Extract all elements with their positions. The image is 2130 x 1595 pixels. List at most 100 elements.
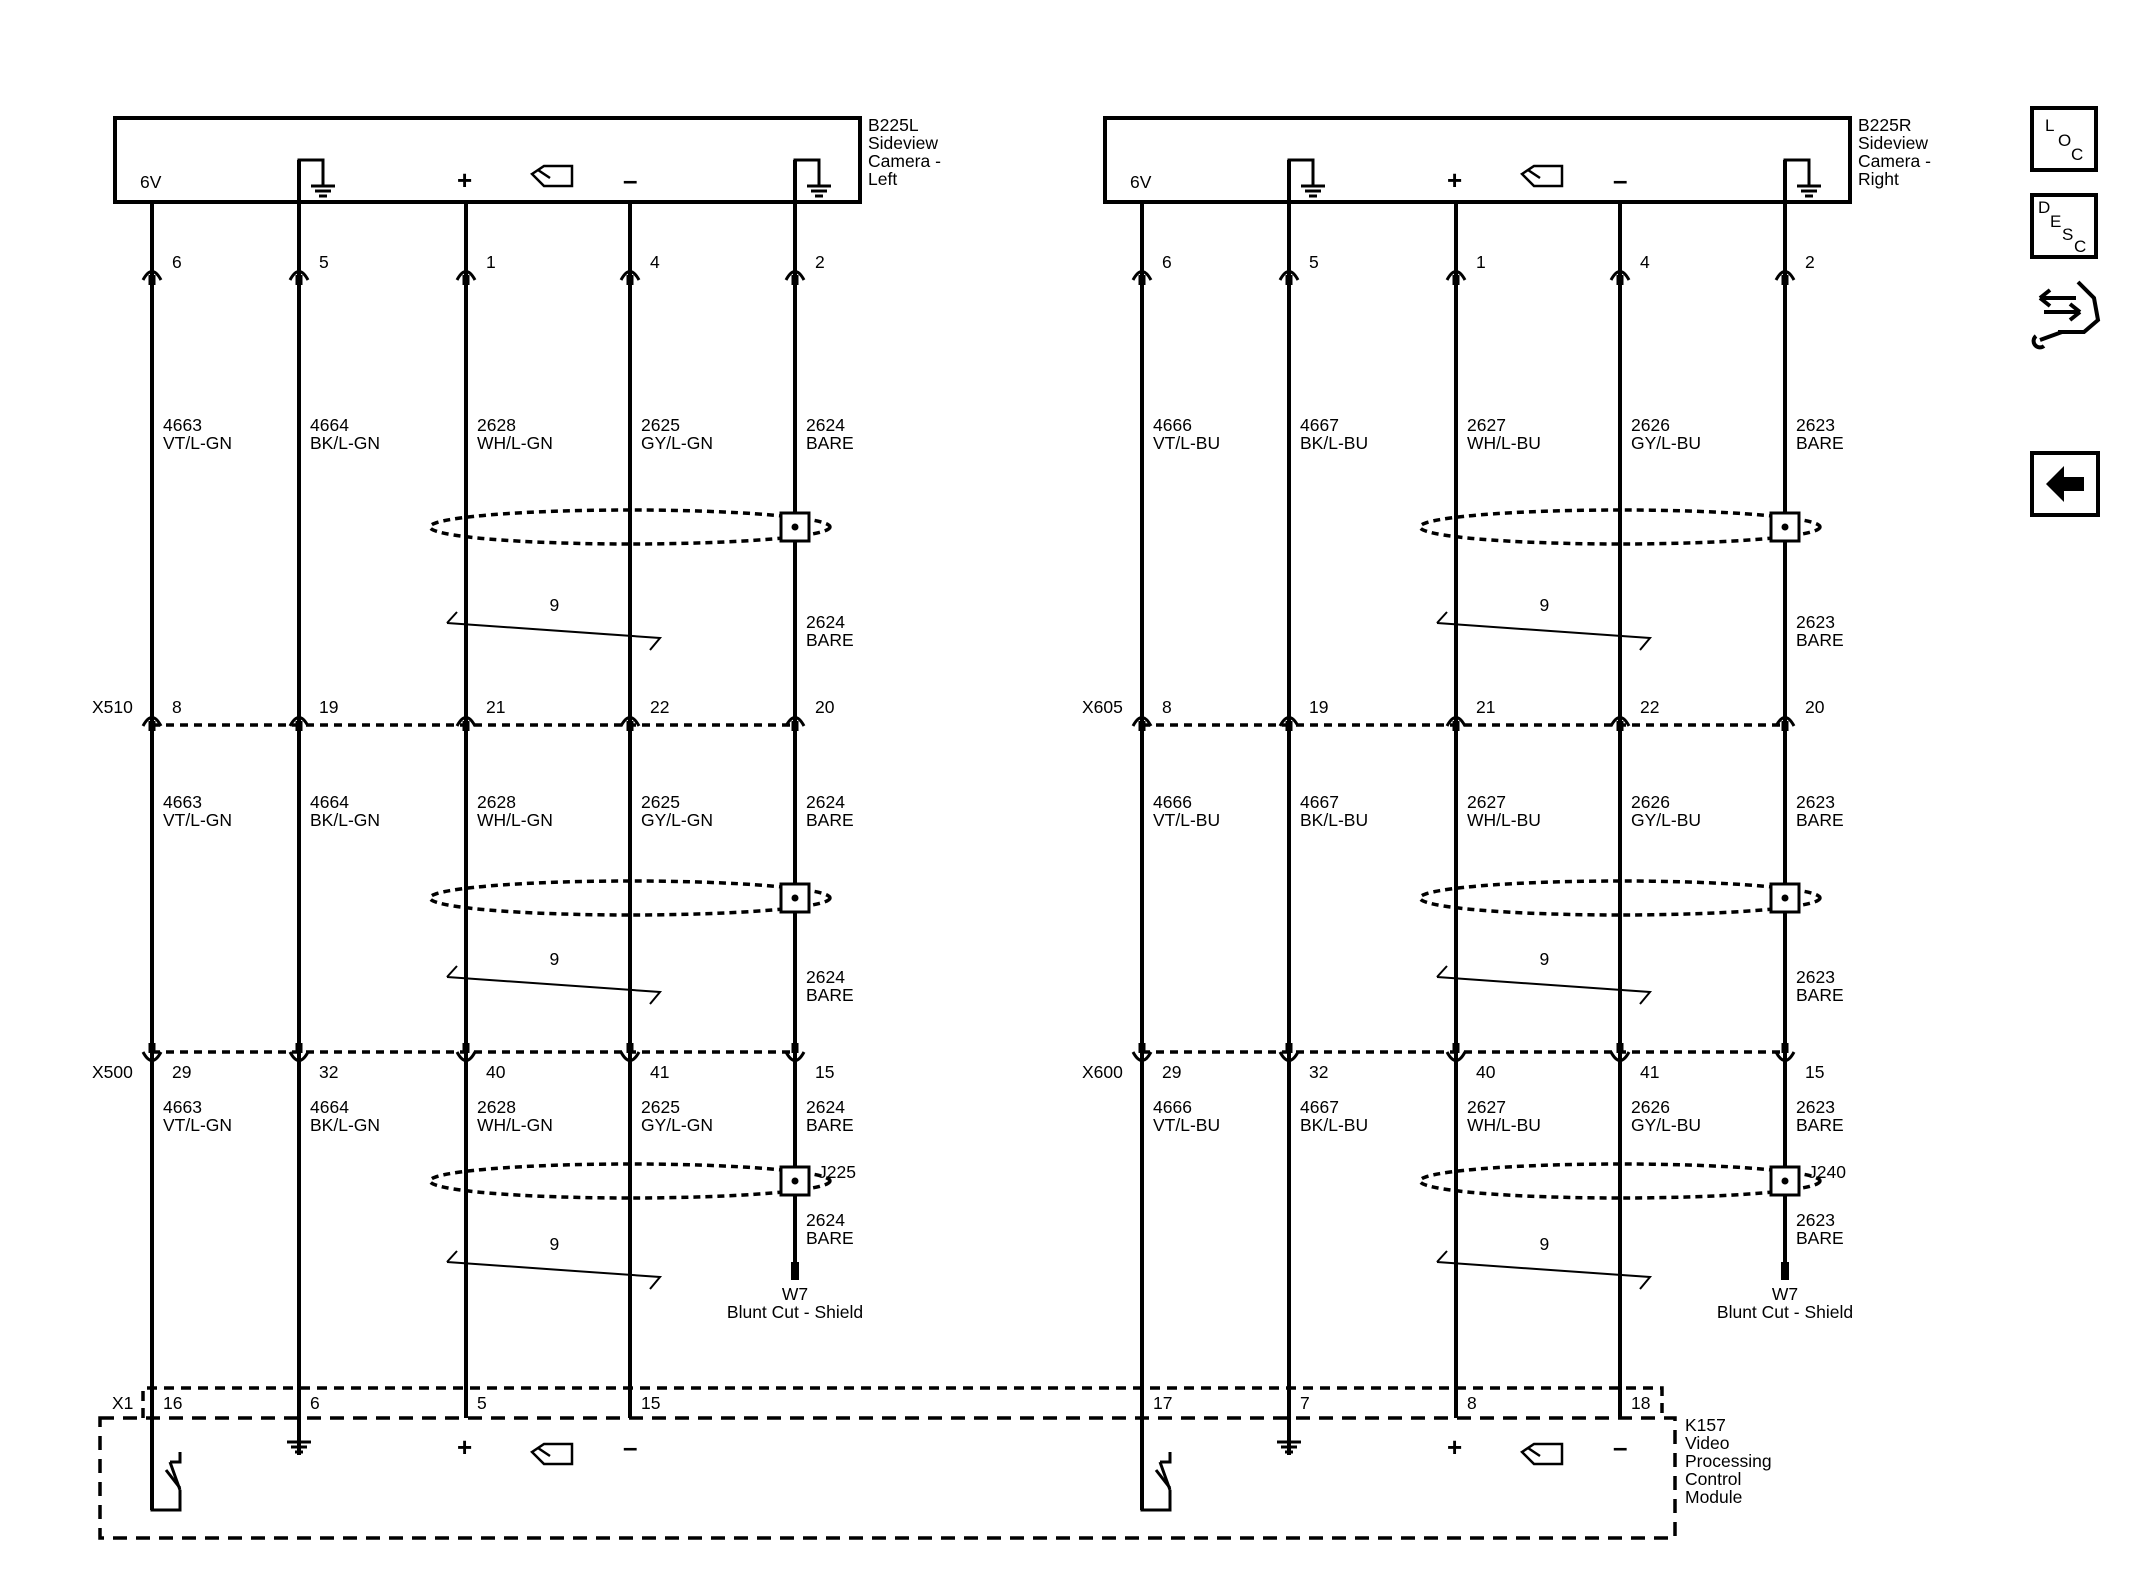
camera-pin-number: 5 <box>319 252 329 272</box>
circuit-number: 2623 <box>1796 612 1835 632</box>
inline-pin-number: 19 <box>319 697 338 717</box>
module-pin-number: 5 <box>477 1393 487 1413</box>
circuit-number: 2626 <box>1631 415 1670 435</box>
module-pin-number: 15 <box>641 1393 660 1413</box>
inline-connector-terminal <box>141 1043 163 1062</box>
inline-connector-terminal <box>1445 716 1467 731</box>
drain-wire-end <box>791 1262 799 1280</box>
twisted-pair: 9 <box>446 595 663 651</box>
circuit-number: 2624 <box>806 1210 845 1230</box>
inline-pin-number: 32 <box>1309 1062 1328 1082</box>
circuit-number: 4664 <box>310 415 349 435</box>
module-name-line: Sideview <box>1858 133 1928 153</box>
inline-pin-number: 21 <box>1476 697 1495 717</box>
camera-pin-number: 1 <box>1476 252 1486 272</box>
twist-count-label: 9 <box>550 1234 560 1254</box>
drain-label: W7 <box>782 1284 808 1304</box>
circuit-number: 4667 <box>1300 1097 1339 1117</box>
inline-connector-terminal <box>1278 716 1300 731</box>
ground-icon <box>311 172 335 198</box>
wire-color: BARE <box>1796 810 1844 830</box>
wire-color: BARE <box>1796 433 1844 453</box>
module-name-line: Sideview <box>868 133 938 153</box>
wire-color: VT/L-GN <box>163 1115 232 1135</box>
camera-connector-terminal <box>784 270 806 285</box>
camera-connector-terminal <box>619 270 641 285</box>
wire-color: GY/L-BU <box>1631 433 1701 453</box>
twisted-pair: 9 <box>446 949 663 1005</box>
inline-connector-id: X510 <box>92 697 133 717</box>
shield-ellipse <box>428 879 832 917</box>
camera-pin-number: 1 <box>486 252 496 272</box>
back-arrow-icon[interactable] <box>2030 451 2100 517</box>
inline-pin-number: 8 <box>1162 697 1172 717</box>
module-connector-id: X1 <box>112 1393 133 1413</box>
ground-icon <box>287 1428 311 1454</box>
desc-letter: C <box>2074 237 2086 256</box>
wire-color: WH/L-BU <box>1467 433 1541 453</box>
circuit-number: 2623 <box>1796 415 1835 435</box>
diagnostic-connector-icon[interactable] <box>2031 280 2101 350</box>
circuit-number: 2626 <box>1631 1097 1670 1117</box>
wire-color: WH/L-GN <box>477 810 553 830</box>
camera-connector-terminal <box>1131 270 1153 285</box>
wire-color: GY/L-BU <box>1631 1115 1701 1135</box>
wire-color: BARE <box>806 985 854 1005</box>
loc-button[interactable]: LOC <box>2030 106 2098 172</box>
camera-pin-number: 4 <box>650 252 660 272</box>
twist-count-label: 9 <box>1540 595 1550 615</box>
inline-pin-number: 40 <box>1476 1062 1496 1082</box>
module-name-line: Camera - <box>1858 151 1931 171</box>
circuit-number: 4664 <box>310 792 349 812</box>
inline-pin-number: 22 <box>650 697 669 717</box>
wire-color: GY/L-BU <box>1631 810 1701 830</box>
inline-connector-terminal <box>1278 1043 1300 1062</box>
camera-pin-number: 6 <box>1162 252 1172 272</box>
inline-connector-terminal <box>619 716 641 731</box>
twist-count-label: 9 <box>1540 949 1550 969</box>
inline-pin-number: 15 <box>1805 1062 1824 1082</box>
twist-count-label: 9 <box>1540 1234 1550 1254</box>
circuit-number: 4667 <box>1300 792 1339 812</box>
camera-icon <box>530 1442 574 1466</box>
camera-connector-terminal <box>288 270 310 285</box>
inline-connector-terminal <box>1774 716 1796 731</box>
inline-pin-number: 19 <box>1309 697 1328 717</box>
inline-pin-number: 20 <box>815 697 835 717</box>
module-name-line: Video <box>1685 1433 1729 1453</box>
wire-color: GY/L-GN <box>641 433 713 453</box>
shield-ellipse <box>1418 508 1822 546</box>
wire-color: BARE <box>806 1228 854 1248</box>
inline-connector-terminal <box>288 1043 310 1062</box>
minus-symbol: – <box>1613 165 1627 195</box>
module-pin-number: 16 <box>163 1393 182 1413</box>
circuit-number: 4666 <box>1153 1097 1192 1117</box>
camera-icon <box>530 164 574 188</box>
shield-ellipse <box>428 508 832 546</box>
circuit-number: 2624 <box>806 612 845 632</box>
inline-connector-terminal <box>455 1043 477 1062</box>
shield-ellipse <box>1418 879 1822 917</box>
loc-letter: L <box>2045 116 2054 135</box>
inline-connector-id: X500 <box>92 1062 133 1082</box>
twist-count-label: 9 <box>550 595 560 615</box>
loc-letter: C <box>2071 145 2083 164</box>
circuit-number: 4663 <box>163 415 202 435</box>
circuit-number: 4666 <box>1153 415 1192 435</box>
inline-pin-number: 21 <box>486 697 505 717</box>
ground-icon <box>1301 172 1325 198</box>
ground-icon <box>1797 172 1821 198</box>
circuit-number: 2628 <box>477 792 516 812</box>
module-id: B225R <box>1858 115 1912 135</box>
camera-pin-number: 6 <box>172 252 182 272</box>
module-name-line: Camera - <box>868 151 941 171</box>
circuit-number: 2624 <box>806 967 845 987</box>
circuit-number: 2625 <box>641 792 680 812</box>
inline-connector-terminal <box>288 716 310 731</box>
drain-label: W7 <box>1772 1284 1798 1304</box>
twisted-pair: 9 <box>446 1234 663 1290</box>
circuit-number: 2624 <box>806 792 845 812</box>
circuit-number: 2627 <box>1467 1097 1506 1117</box>
inline-pin-number: 29 <box>1162 1062 1181 1082</box>
